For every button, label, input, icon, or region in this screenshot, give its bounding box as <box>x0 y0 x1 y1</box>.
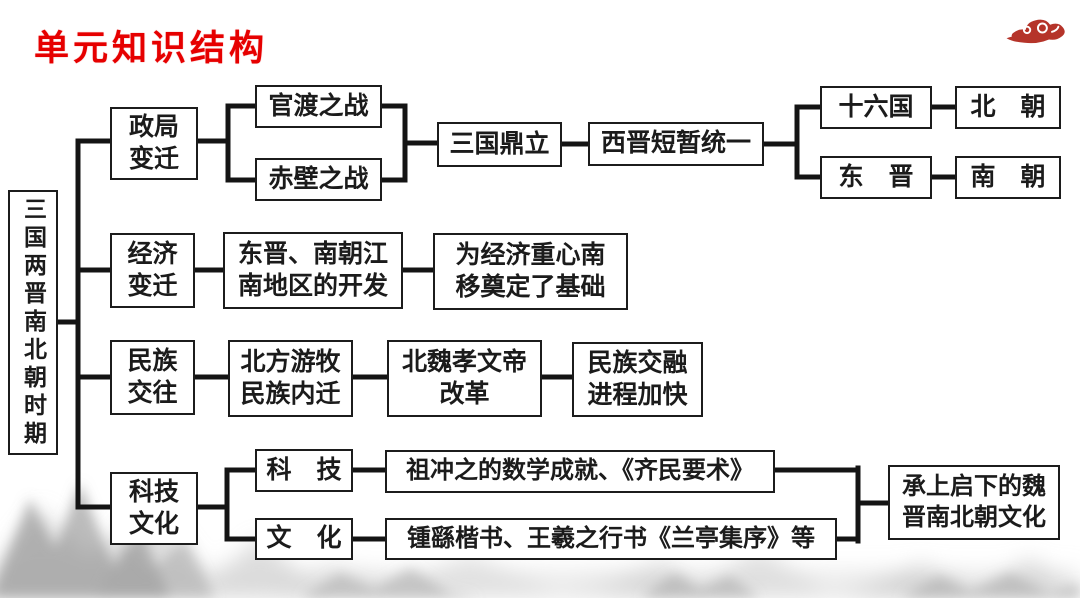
node-weijin-culture-summary: 承上启下的魏 晋南北朝文化 <box>888 465 1060 540</box>
node-science: 科 技 <box>255 449 353 492</box>
node-sixteen-kingdoms: 十六国 <box>820 86 932 129</box>
node-science-achievements: 祖冲之的数学成就、《齐民要术》 <box>385 450 775 493</box>
page-title: 单元知识结构 <box>34 29 269 68</box>
root-label: 三国两晋南北朝时期 <box>20 196 46 449</box>
node-economic-center-shift: 为经济重心南 移奠定了基础 <box>433 233 628 310</box>
node-nomad-migration: 北方游牧 民族内迁 <box>228 340 353 417</box>
node-southern-dynasties: 南 朝 <box>955 156 1061 199</box>
node-xiaowen-reform: 北魏孝文帝 改革 <box>387 340 542 417</box>
node-ethnic-integration: 民族交融 进程加快 <box>572 342 703 417</box>
node-battle-guandu: 官渡之战 <box>255 85 382 128</box>
node-eastern-jin: 东 晋 <box>820 156 932 199</box>
node-ethnic-interaction: 民族 交往 <box>110 340 195 415</box>
node-battle-chibi: 赤壁之战 <box>255 158 382 201</box>
node-northern-dynasties: 北 朝 <box>955 86 1061 129</box>
auspicious-cloud-icon <box>1006 19 1065 44</box>
node-three-kingdoms: 三国鼎立 <box>437 122 562 167</box>
node-political-change: 政局 变迁 <box>110 107 198 180</box>
node-science-culture: 科技 文化 <box>110 472 198 545</box>
node-jiangnan-development: 东晋、南朝江 南地区的开发 <box>223 232 403 309</box>
node-western-jin-unification: 西晋短暂统一 <box>588 122 764 166</box>
node-root-period: 三国两晋南北朝时期 <box>8 190 58 455</box>
node-culture: 文 化 <box>255 518 353 560</box>
node-culture-achievements: 锺繇楷书、王羲之行书《兰亭集序》等 <box>385 518 837 560</box>
node-economic-change: 经济 变迁 <box>110 233 195 308</box>
